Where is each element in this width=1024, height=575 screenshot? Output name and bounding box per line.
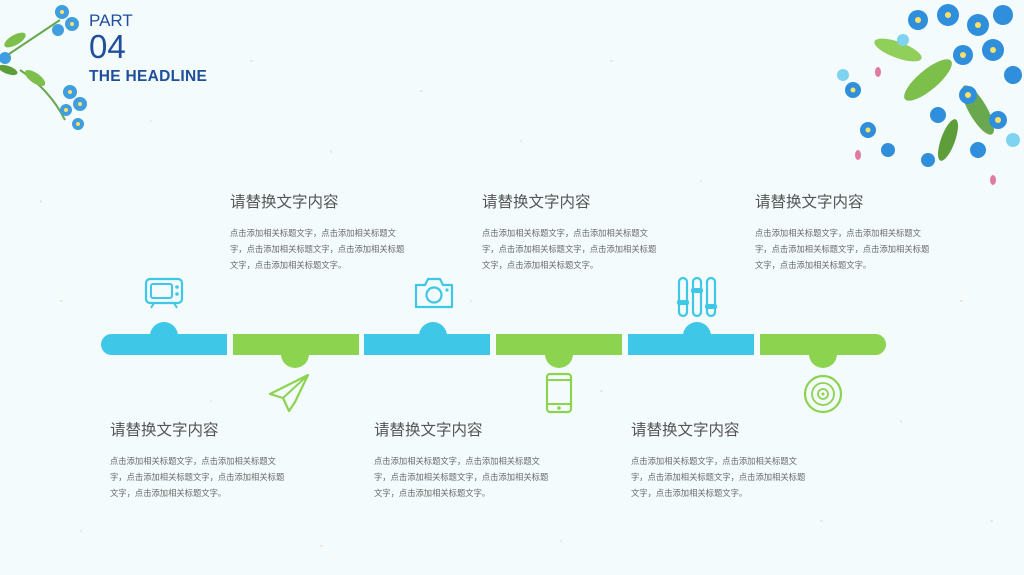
equalizer-icon xyxy=(677,276,717,318)
item-title: 请替换文字内容 xyxy=(631,421,740,439)
timeline-item-5: 请替换文字内容 点击添加相关标题文字，点击添加相关标题文字，点击添加相关标题文字… xyxy=(755,193,935,273)
timeline-knob-2 xyxy=(281,340,309,368)
paper-plane-icon xyxy=(268,373,310,413)
item-body: 点击添加相关标题文字，点击添加相关标题文字，点击添加相关标题文字，点击添加相关标… xyxy=(230,228,405,270)
camera-icon xyxy=(414,277,454,309)
timeline-item-4: 请替换文字内容 点击添加相关标题文字，点击添加相关标题文字，点击添加相关标题文字… xyxy=(374,421,554,501)
part-label: PART xyxy=(89,11,133,30)
part-number: 04 xyxy=(89,28,126,65)
item-body: 点击添加相关标题文字，点击添加相关标题文字，点击添加相关标题文字，点击添加相关标… xyxy=(110,456,285,498)
timeline-item-3: 请替换文字内容 点击添加相关标题文字，点击添加相关标题文字，点击添加相关标题文字… xyxy=(482,193,662,273)
flower-decoration-right xyxy=(837,4,1022,185)
timeline-item-6: 请替换文字内容 点击添加相关标题文字，点击添加相关标题文字，点击添加相关标题文字… xyxy=(631,421,811,501)
timeline-knob-4 xyxy=(545,340,573,368)
item-body: 点击添加相关标题文字，点击添加相关标题文字，点击添加相关标题文字，点击添加相关标… xyxy=(631,456,806,498)
timeline-item-2: 请替换文字内容 点击添加相关标题文字，点击添加相关标题文字，点击添加相关标题文字… xyxy=(110,421,290,501)
timeline-knob-3 xyxy=(419,322,447,350)
smartphone-icon xyxy=(545,372,573,414)
tv-icon xyxy=(144,277,184,309)
timeline-knob-5 xyxy=(683,322,711,350)
item-body: 点击添加相关标题文字，点击添加相关标题文字，点击添加相关标题文字，点击添加相关标… xyxy=(482,228,657,270)
item-body: 点击添加相关标题文字，点击添加相关标题文字，点击添加相关标题文字，点击添加相关标… xyxy=(374,456,549,498)
item-title: 请替换文字内容 xyxy=(755,193,864,211)
item-body: 点击添加相关标题文字，点击添加相关标题文字，点击添加相关标题文字，点击添加相关标… xyxy=(755,228,930,270)
section-header: PART 04 THE HEADLINE xyxy=(89,12,207,86)
timeline-item-1: 请替换文字内容 点击添加相关标题文字，点击添加相关标题文字，点击添加相关标题文字… xyxy=(230,193,410,273)
item-title: 请替换文字内容 xyxy=(230,193,339,211)
headline: THE HEADLINE xyxy=(89,68,208,85)
item-title: 请替换文字内容 xyxy=(482,193,591,211)
timeline-knob-1 xyxy=(150,322,178,350)
disc-icon xyxy=(803,374,843,414)
item-title: 请替换文字内容 xyxy=(110,421,219,439)
item-title: 请替换文字内容 xyxy=(374,421,483,439)
timeline-knob-6 xyxy=(809,340,837,368)
flower-decoration-left xyxy=(0,5,87,130)
